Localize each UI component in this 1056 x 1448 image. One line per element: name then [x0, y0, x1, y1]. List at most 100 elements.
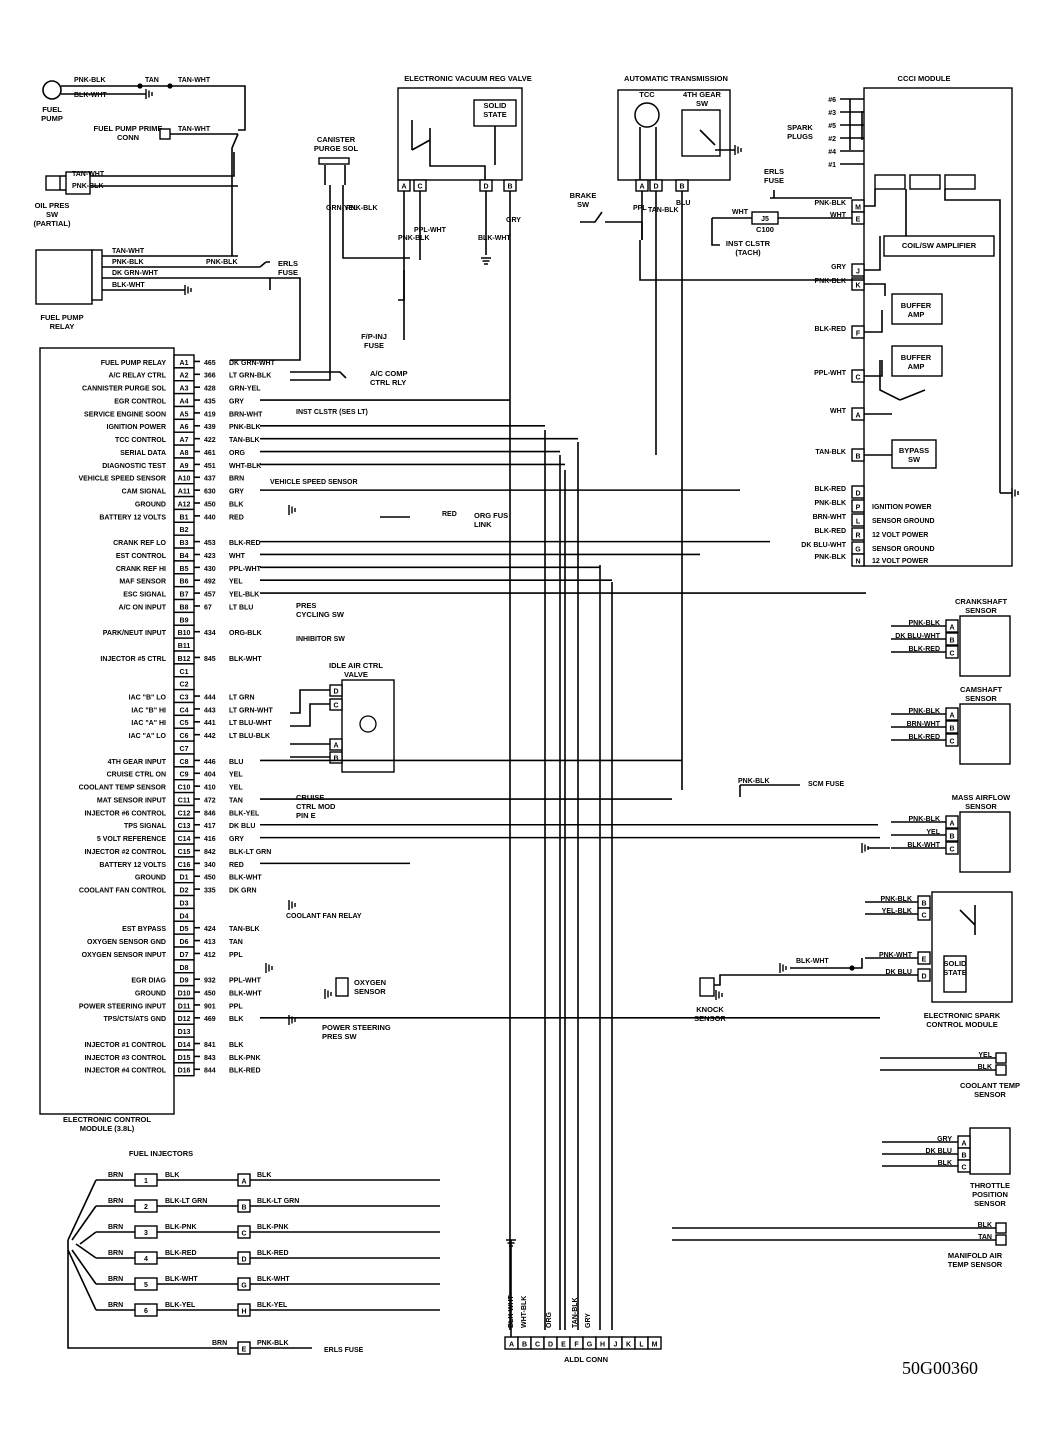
camshaft-sensor-title-line: CAMSHAFT: [960, 685, 1002, 694]
wire-color: BRN: [108, 1276, 123, 1283]
wire-color: PNK-BLK: [815, 500, 847, 507]
wire: [714, 974, 865, 986]
wire-color: PNK-WHT: [879, 952, 913, 959]
connector-pin-label: H: [241, 1309, 246, 1316]
ecm-pin-label: D16: [178, 1068, 191, 1075]
aldl-pin: [647, 1336, 662, 1350]
wire-color: BLK-PNK: [229, 1055, 261, 1062]
wire-color: GRY: [229, 398, 244, 405]
ecm-pin-function: CANNISTER PURGE SOL: [82, 386, 167, 393]
ccci-pin-function: IGNITION POWER: [872, 504, 932, 511]
ecm-pin-label: C12: [178, 810, 191, 817]
ecm-pin-function: 4TH GEAR INPUT: [108, 759, 167, 766]
mat-title-line: MANIFOLD AIR: [948, 1251, 1003, 1260]
connector-pin-label: E: [856, 217, 861, 224]
ecm-pin-label: B6: [180, 579, 189, 586]
injector-number: 6: [144, 1308, 148, 1315]
splice-dot: [167, 83, 173, 89]
ecm-pin-label: D4: [180, 913, 189, 920]
solid-state-block: [473, 99, 517, 127]
ecm-title-line: ELECTRONIC CONTROL: [63, 1115, 151, 1124]
wire-color: BLK: [978, 1222, 992, 1229]
camshaft-sensor-body: [959, 703, 1011, 765]
cruise-mod-title-line: PIN E: [296, 811, 316, 820]
coil-amp-title-line: COIL/SW AMPLIFIER: [902, 241, 977, 250]
iac-title-line: VALVE: [344, 670, 368, 679]
connector-pin-label: B: [241, 1205, 246, 1212]
ecm-pin-label: A7: [180, 437, 189, 444]
ecm-pin-function: DIAGNOSTIC TEST: [102, 463, 167, 470]
bypass-sw-title-line: BYPASS: [899, 446, 929, 455]
wire-color: BRN-WHT: [907, 721, 941, 728]
j5-connector: [751, 211, 779, 225]
connector-pin-label: D: [333, 689, 338, 696]
maf-sensor-title-line: SENSOR: [965, 802, 997, 811]
ecm-pin-function: BATTERY 12 VOLTS: [99, 514, 166, 521]
circuit-number: 461: [204, 450, 216, 457]
fuel-pump-motor: [42, 80, 62, 100]
oxygen-sensor-title-line: SENSOR: [354, 987, 386, 996]
escm-solid-state-title-line: SOLID: [944, 959, 968, 968]
vss-label: VEHICLE SPEED SENSOR: [270, 479, 358, 486]
wire: [290, 689, 330, 758]
ecm-pin-label: B9: [180, 617, 189, 624]
wire-color: PNK-BLK: [815, 200, 847, 207]
wire-color: TAN-BLK: [572, 1297, 579, 1328]
wire-color: TAN: [229, 797, 243, 804]
canister-solenoid-leads: [324, 165, 346, 185]
wire-color: BRN: [108, 1250, 123, 1257]
ecm-pin-label: C6: [180, 733, 189, 740]
wire-color: BLK: [229, 1016, 243, 1023]
connector-pin-label: A: [949, 625, 954, 632]
ecm-pin-label: C9: [180, 772, 189, 779]
j5-label: J5: [761, 216, 769, 223]
ccci-title-line: CCCI MODULE: [898, 74, 951, 83]
circuit-number: 446: [204, 759, 216, 766]
wire: [342, 185, 410, 259]
ecm-pin-function: CRANK REF HI: [116, 566, 166, 573]
solid-state-title-line: STATE: [483, 110, 506, 119]
ecm-pin-label: A9: [180, 463, 189, 470]
connector-pin-label: E: [561, 1342, 566, 1349]
bypass-sw: [891, 439, 937, 469]
tps-title-line: SENSOR: [974, 1199, 1006, 1208]
wire-color: RED: [229, 862, 244, 869]
connector-pin-label: E: [922, 957, 927, 964]
circuit-number: 430: [204, 566, 216, 573]
ecm-pin-function: CRUISE CTRL ON: [107, 772, 166, 779]
connector-pin-label: D: [483, 184, 488, 191]
wire-color: BLK-RED: [815, 486, 847, 493]
injector-number: 5: [144, 1282, 148, 1289]
wire: [290, 371, 347, 379]
mat-pin: [995, 1222, 1007, 1234]
wire-color: LT BLU-BLK: [229, 733, 270, 740]
circuit-number: 417: [204, 823, 216, 830]
injector-number: 3: [144, 1230, 148, 1237]
ecm-pin-function: INJECTOR #1 CONTROL: [84, 1042, 166, 1049]
iac-title-line: IDLE AIR CTRL: [329, 661, 383, 670]
wire-color: TAN-BLK: [229, 926, 260, 933]
cruise-mod-title-line: CTRL MOD: [296, 802, 336, 811]
wire-color: BLK-PNK: [165, 1224, 197, 1231]
circuit-number: 441: [204, 720, 216, 727]
ecm-pin-label: C14: [178, 836, 191, 843]
oil-pres-sw-title-line: SW: [46, 210, 59, 219]
connector-pin-label: D: [241, 1257, 246, 1264]
fourth-gear-switch: [681, 109, 721, 157]
connector-pin-label: B: [522, 1342, 527, 1349]
fuel-injectors-title-line: FUEL INJECTORS: [129, 1149, 193, 1158]
inst-clstr-tach-title-line: INST CLSTR: [726, 239, 771, 248]
ac-comp-relay-title-line: A/C COMP: [370, 369, 408, 378]
wire-color: PPL-WHT: [814, 370, 847, 377]
buffer-amp-2: [891, 345, 943, 377]
ccci-pin-function: SENSOR GROUND: [872, 546, 935, 553]
wire-color: TAN: [145, 77, 159, 84]
fourth-gear-sw-title-line: 4TH GEAR: [683, 90, 722, 99]
ecm-pin-label: D11: [178, 1003, 191, 1010]
ecm-pin-label: D9: [180, 978, 189, 985]
connector-pin-label: C: [949, 739, 954, 746]
